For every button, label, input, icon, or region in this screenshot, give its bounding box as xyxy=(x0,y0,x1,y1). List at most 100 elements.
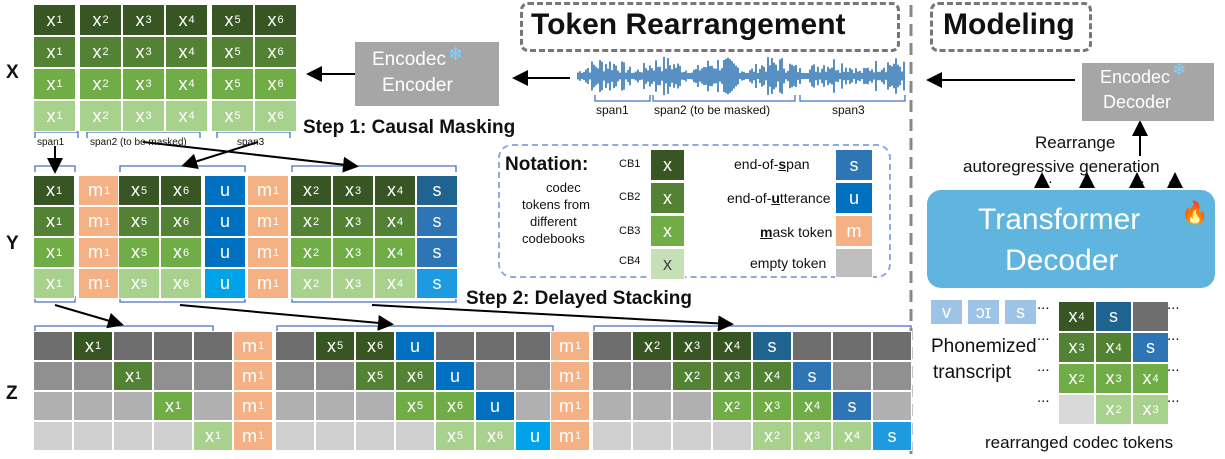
wave-span3-bracket xyxy=(799,95,906,102)
ellipsis-7: ... xyxy=(1037,389,1050,406)
rearranged-label: rearranged codec tokens xyxy=(985,433,1174,452)
y-token-r4-c5: u xyxy=(204,268,246,299)
z-token-b2-r2-c1 xyxy=(275,361,315,391)
z-token-b1-r4-c2 xyxy=(73,421,113,451)
z-block1-bracket xyxy=(34,325,214,332)
y-span1-bracket-bottom xyxy=(34,296,76,303)
z-token-b2-r1-c5 xyxy=(435,331,475,361)
z-token-b3-r1-c7 xyxy=(832,331,872,361)
token-rearrangement-title-box xyxy=(520,2,900,52)
notation-mask-swatch: m xyxy=(835,215,873,247)
token-rearrangement-title: Token Rearrangement xyxy=(531,8,846,41)
row-label-z: Z xyxy=(6,383,18,404)
transformer-line1: Transformer xyxy=(978,203,1141,236)
fire-icon: 🔥 xyxy=(1181,200,1209,225)
row-label-x: X xyxy=(6,62,19,83)
x-span3-bracket xyxy=(216,131,291,138)
z-token-b2-r1-c1 xyxy=(275,331,315,361)
notation-span-swatch: s xyxy=(835,149,873,181)
z-token-b3-r3-c8 xyxy=(872,391,912,421)
z-token-b1-r2-c1 xyxy=(33,361,73,391)
transformer-decoder-box xyxy=(927,190,1215,288)
y-token-r4-c10: s xyxy=(416,268,458,299)
notation-eos-label: end-of-span xyxy=(734,156,810,172)
z-token-b1-r1-c4 xyxy=(153,331,193,361)
model-token-r2-c3: s xyxy=(1132,332,1169,363)
phoneme-token-2: ɔɪ xyxy=(967,299,1000,325)
notation-cb1: CB1 xyxy=(619,158,641,170)
notation-cb4-swatch: x xyxy=(650,248,685,280)
notation-cb1-swatch: x xyxy=(650,149,685,181)
y-token-r1-c10: s xyxy=(416,175,458,206)
z-token-b3-r2-c7 xyxy=(832,361,872,391)
encodec-decoder-box xyxy=(1082,63,1214,121)
z-token-b2-r4-c1 xyxy=(275,421,315,451)
z-token-b1-r2-c5 xyxy=(193,361,233,391)
span3-to-middle-arrow xyxy=(181,141,259,170)
wave-span2-bracket xyxy=(652,95,796,102)
transformer-line2: Decoder xyxy=(1005,244,1119,277)
notation-desc-2: tokens from xyxy=(522,197,590,212)
notation-desc-1: codec xyxy=(546,180,581,195)
ellipsis-gen-4: ... xyxy=(1168,170,1181,187)
wave-span1-bracket xyxy=(594,95,651,102)
decoder-line2: Decoder xyxy=(1103,92,1172,112)
z-token-b1-r1-c3 xyxy=(113,331,153,361)
y-token-r2-c5: u xyxy=(204,206,246,237)
ellipsis-2: ... xyxy=(1167,296,1180,313)
wave-span1-label: span1 xyxy=(596,103,629,117)
z-token-b3-r4-c8: s xyxy=(872,421,912,451)
z-token-b3-r2-c1 xyxy=(592,361,632,391)
y-token-r3-c5: u xyxy=(204,237,246,268)
z-token-b2-r4-c4 xyxy=(395,421,435,451)
z-token-b2-r1-c6 xyxy=(475,331,515,361)
wave-span3-label: span3 xyxy=(832,103,865,117)
notation-cb3-swatch: x xyxy=(650,215,685,247)
z-token-b2-r4-c3 xyxy=(355,421,395,451)
z-token-b1-r2-c2 xyxy=(73,361,113,391)
z-token-b1-r1-c5 xyxy=(193,331,233,361)
z-token-b2-r2-c7 xyxy=(515,361,555,391)
